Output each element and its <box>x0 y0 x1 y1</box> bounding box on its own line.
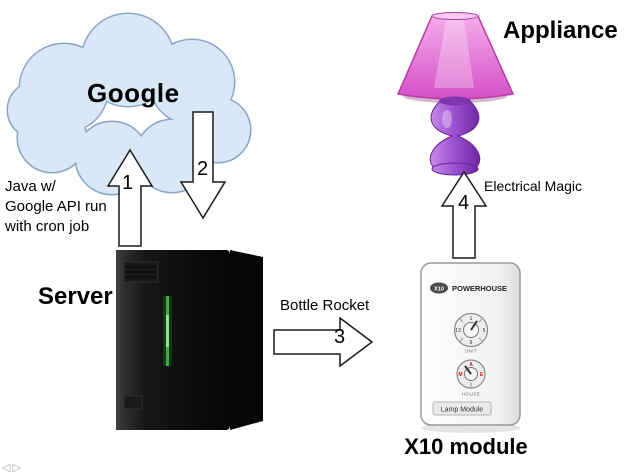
unit-dial[interactable]: 1 5 9 13 <box>453 312 489 348</box>
server-label: Server <box>38 283 113 310</box>
java-cron-note-line: Google API run <box>5 198 107 215</box>
server-edge-highlight <box>116 250 120 430</box>
lamp-base-highlight <box>442 110 452 128</box>
unit-dial-number: 9 <box>470 340 473 346</box>
java-cron-note-line: Java w/ <box>5 178 56 195</box>
arrow-3-right <box>273 316 374 368</box>
nav-next-icon[interactable]: ▷ <box>12 462 23 474</box>
arrow-4-up <box>440 170 488 259</box>
bottle-rocket-label: Bottle Rocket <box>280 297 370 314</box>
step-3-label: 3 <box>334 326 346 348</box>
server-tower-graphic <box>116 250 263 430</box>
x10-brand-text: POWERHOUSE <box>452 284 507 293</box>
module-nameplate <box>432 401 492 416</box>
server-front-panel <box>116 250 230 430</box>
unit-dial-number: 13 <box>455 328 461 334</box>
arrow-1-up <box>106 148 154 247</box>
drive-bay <box>123 395 143 410</box>
lampshade-top <box>431 12 479 20</box>
lamp-base <box>429 100 481 169</box>
vent-grille <box>123 261 159 283</box>
lampshade-sheen <box>434 20 474 88</box>
server-side-panel <box>230 250 263 430</box>
house-dial[interactable]: A E I M <box>456 359 486 389</box>
google-label: Google <box>87 78 180 108</box>
java-cron-note: Java w/ Google API run with cron job <box>5 177 107 237</box>
x10-logo-text: X10 <box>434 287 444 293</box>
house-dial-letter: I <box>470 383 472 389</box>
nav-previous-icon[interactable]: ◁ <box>2 462 13 474</box>
x10-module-graphic: X10 POWERHOUSE 1 5 9 13 UNIT A <box>420 262 521 433</box>
lamp-neck <box>439 96 471 106</box>
lamp-foot <box>431 162 479 176</box>
unit-dial-label: UNIT <box>465 349 478 354</box>
unit-dial-number: 1 <box>470 316 473 322</box>
led-strip-bright <box>166 315 169 347</box>
step-1-label: 1 <box>122 172 134 194</box>
step-2-label: 2 <box>197 158 209 180</box>
house-dial-label: HOUSE <box>462 392 481 397</box>
house-dial-letter: M <box>458 372 462 378</box>
unit-dial-number: 5 <box>483 328 486 334</box>
house-dial-letter: A <box>469 362 473 368</box>
arrow-2-down <box>179 111 227 220</box>
appliance-label: Appliance <box>503 17 618 44</box>
electrical-magic-label: Electrical Magic <box>484 178 583 194</box>
house-dial-letter: E <box>480 372 484 378</box>
viewer-nav: ◁▷ <box>2 461 23 474</box>
x10-module-label: X10 module <box>404 434 528 459</box>
module-nameplate-text: Lamp Module <box>441 407 484 414</box>
lamp-appliance-graphic <box>396 12 515 176</box>
java-cron-note-line: with cron job <box>5 218 90 235</box>
x10-logo-badge <box>430 282 448 294</box>
step-4-label: 4 <box>458 192 470 214</box>
